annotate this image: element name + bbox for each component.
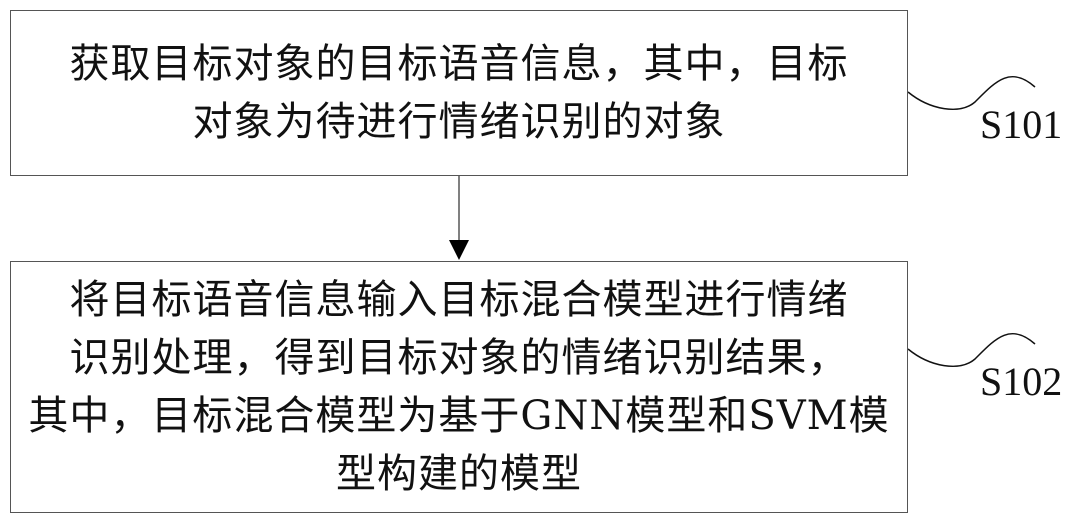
step-text-line: 对象为待进行情绪识别的对象 xyxy=(192,99,726,145)
step-box-s102: 将目标语音信息输入目标混合模型进行情绪 识别处理，得到目标对象的情绪识别结果， … xyxy=(10,261,908,513)
step-text-line: 获取目标对象的目标语音信息，其中，目标 xyxy=(69,41,849,87)
step-text-line: 将目标语音信息输入目标混合模型进行情绪 xyxy=(69,277,849,323)
step-box-s101: 获取目标对象的目标语音信息，其中，目标 对象为待进行情绪识别的对象 xyxy=(10,10,908,176)
leader-line-s102 xyxy=(907,333,1036,367)
flow-arrow-head xyxy=(449,240,469,260)
step-text-line: 型构建的模型 xyxy=(336,451,582,497)
step-label-s102: S102 xyxy=(980,359,1063,404)
step-text-line: 识别处理，得到目标对象的情绪识别结果， xyxy=(69,335,849,381)
leader-line-s101 xyxy=(907,76,1036,110)
step-text-line: 其中，目标混合模型为基于GNN模型和SVM模 xyxy=(28,393,890,439)
step-label-s101: S101 xyxy=(980,102,1063,147)
